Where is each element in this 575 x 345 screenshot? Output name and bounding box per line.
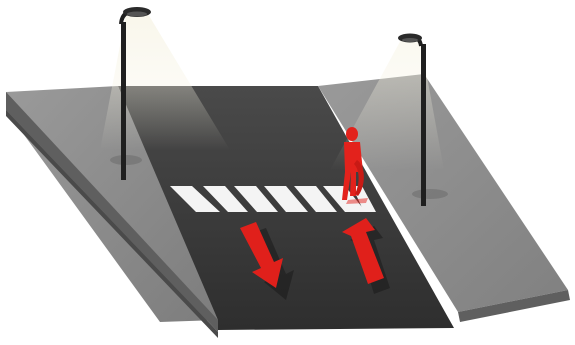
right-light-cone xyxy=(330,38,444,170)
crosswalk-stripe xyxy=(264,186,308,212)
crosswalk-stripe xyxy=(170,186,220,212)
right-sidewalk-edge xyxy=(458,290,570,322)
left-sidewalk-front xyxy=(6,110,218,338)
arrow-down-icon xyxy=(240,222,294,300)
pedestrian-icon xyxy=(342,127,368,204)
arrow-up-icon xyxy=(342,218,390,294)
crosswalk-stripe xyxy=(203,186,248,212)
left-light-cone xyxy=(100,14,230,150)
crosswalk-stripe xyxy=(234,186,278,212)
left-sidewalk-edge xyxy=(6,92,218,332)
street-lamp-icon xyxy=(110,7,151,180)
street-lamp-icon xyxy=(398,33,448,206)
crosswalk-stripe xyxy=(294,186,337,212)
